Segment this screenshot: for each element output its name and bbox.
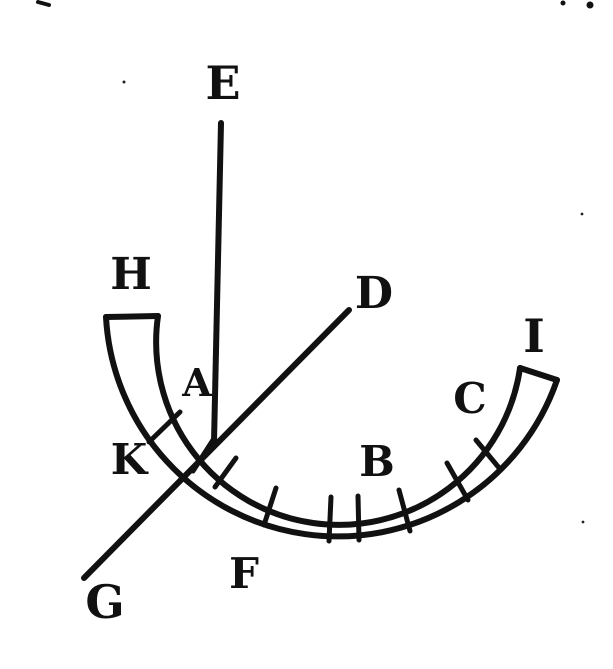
line-ea [211,120,224,445]
label-i: I [523,309,545,363]
label-b: B [359,437,395,486]
ring-end-h [103,313,161,320]
label-e: E [205,56,240,110]
labels: E H D I A C K B F G [85,56,544,629]
top-edge-marks [36,0,594,9]
ring-band [103,313,560,540]
label-a: A [181,360,212,405]
label-d: D [355,268,393,319]
label-c: C [453,374,486,423]
ring-end-i [517,365,560,383]
label-g: G [85,575,124,629]
ring-inner-arc [153,313,523,528]
label-h: H [110,249,152,300]
line-dg [81,307,352,581]
label-k: K [111,435,149,484]
label-f: F [229,549,259,598]
ring-outer-arc [103,314,560,540]
print-specks [122,80,585,524]
